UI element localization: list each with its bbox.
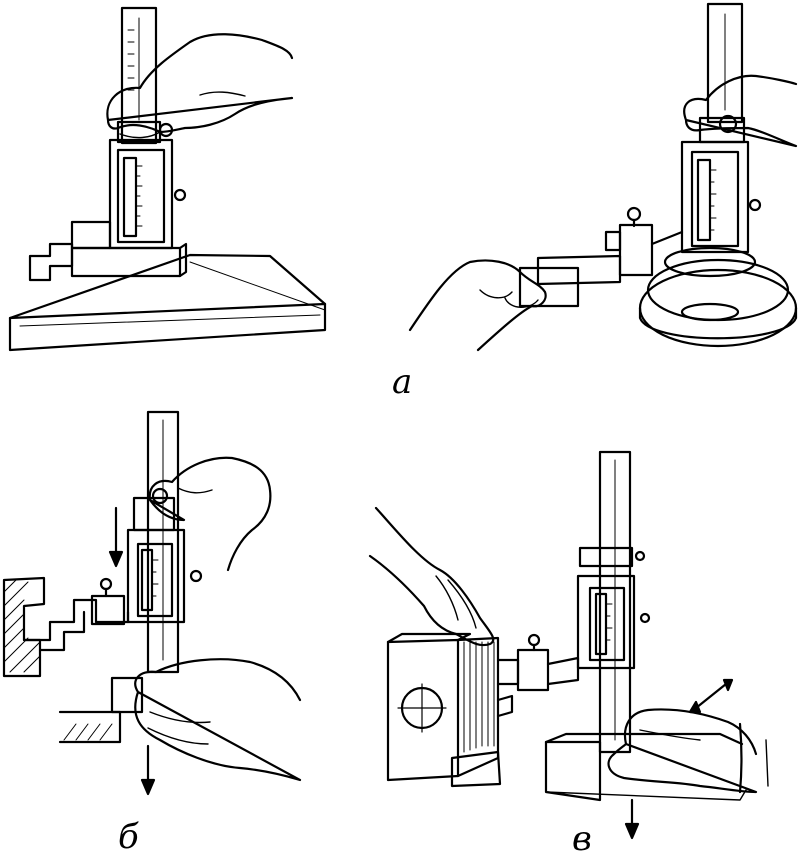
- panel-a-right-gauge: [408, 2, 798, 352]
- figure-label-a: а: [392, 362, 413, 402]
- figure-label-v: в: [572, 819, 592, 859]
- figure-label-b: б: [118, 817, 139, 857]
- panel-a-left-gauge: [8, 6, 327, 352]
- panel-v-gauge: [368, 450, 769, 840]
- panel-b-gauge: [2, 410, 302, 796]
